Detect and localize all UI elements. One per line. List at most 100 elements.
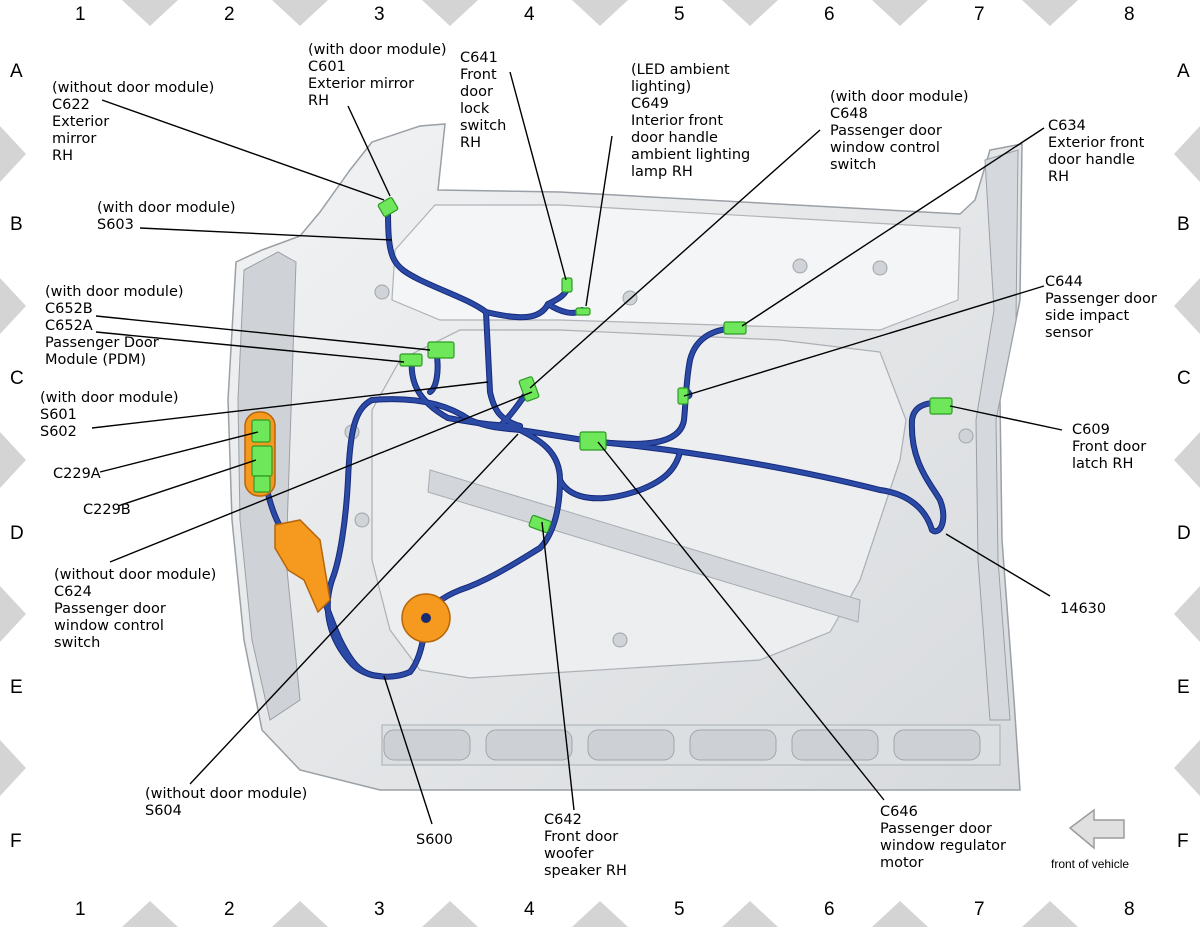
grid-col-top-4: 4 [524,4,535,25]
c644-line-3: sensor [1045,325,1094,341]
connector-c634 [723,321,747,335]
border-triangle-top [872,0,928,26]
grid-col-bottom-6: 6 [824,899,835,920]
border-triangle-bottom [422,901,478,927]
front-of-vehicle-label: front of vehicle [1051,857,1130,871]
grid-row-right-c: C [1177,368,1191,389]
grid-col-top-3: 3 [374,4,385,25]
grid-col-bottom-3: 3 [374,899,385,920]
callout-c646: C646 Passenger door window regulator mot… [880,804,1006,872]
leader-c609 [949,405,1063,431]
panel-holes [344,258,974,648]
callout-c634: C634 Exterior front door handle RH [1048,118,1144,186]
trim-pocket [383,729,471,761]
harness-wire [424,428,562,620]
c641-line-3: lock [460,101,490,117]
leader-c601 [347,105,391,197]
connector-c229c [253,475,271,493]
callout-s603: (with door module) S603 [97,200,236,234]
woofer-center [421,613,431,623]
connector-c601 [377,197,399,217]
c229a-id: C229A [53,466,101,482]
border-triangle-bottom [122,901,178,927]
c642-line-2: woofer [544,846,594,862]
trim-pocket [791,729,879,761]
c649-line-4: lamp RH [631,164,693,180]
border-triangle-top [722,0,778,26]
border-triangle-top [272,0,328,26]
c649-line-3: ambient lighting [631,147,751,163]
latch-edge [975,149,1019,721]
grid-row-right-d: D [1177,523,1191,544]
callout-14630: 14630 [1060,601,1106,618]
border-triangle-left [0,586,26,642]
c601-qualifier: (with door module) [308,42,447,58]
leader-c644 [683,285,1045,397]
c642-line-1: Front door [544,829,619,845]
c641-line-4: switch [460,118,507,134]
grid-col-top-5: 5 [674,4,685,25]
c648-line-2: window control [830,140,940,156]
grid-row-left-c: C [10,368,24,389]
leader-c652b [95,315,431,351]
border-triangle-top [122,0,178,26]
impact-beam [427,469,861,623]
c229b-id: C229B [83,502,131,518]
lower-pockets [383,729,981,761]
border-triangle-bottom [572,901,628,927]
leader-c649 [585,135,613,307]
c649-line-2: door handle [631,130,718,146]
border-triangle-left [0,278,26,334]
c642-line-3: speaker RH [544,863,627,879]
panel-hole [792,258,808,274]
c601-line-1: Exterior mirror [308,76,415,92]
grid-col-bottom-2: 2 [224,899,235,920]
leader-s601 [91,381,489,429]
c624-line-1: Passenger door [54,601,166,617]
c648-id: C648 [830,106,868,122]
grid-col-bottom-1: 1 [75,899,86,920]
c634-line-1: Exterior front [1048,135,1145,151]
c644-id: C644 [1045,274,1083,290]
c634-line-2: door handle [1048,152,1135,168]
callout-c641: C641 Front door lock switch RH [460,50,506,152]
connector-c609 [929,397,953,415]
border-triangle-right [1174,432,1200,488]
c642-id: C642 [544,812,582,828]
connector-c644 [677,387,689,405]
c624-line-3: switch [54,635,101,651]
callout-c649: (LED ambient lighting) C649 Interior fro… [631,62,750,181]
border-triangle-top [1022,0,1078,26]
grid-col-top-2: 2 [224,4,235,25]
grid-row-left-d: D [10,523,24,544]
c624-qualifier: (without door module) [54,567,217,583]
panel-hole [958,428,974,444]
leader-c652a [95,331,405,363]
leader-c634 [741,127,1045,327]
border-triangle-right [1174,126,1200,182]
c646-line-1: Passenger door [880,821,992,837]
c622-line-3: RH [52,148,73,164]
callout-c601: (with door module) C601 Exterior mirror … [308,42,447,110]
s601-qualifier: (with door module) [40,390,179,406]
c648-qualifier: (with door module) [830,89,969,105]
trim-pocket [485,729,573,761]
leader-s603 [139,227,393,241]
callout-c652: (with door module) C652B C652A Passenger… [45,284,184,369]
border-triangle-left [0,126,26,182]
c652-qualifier: (with door module) [45,284,184,300]
callout-s600: S600 [416,832,453,849]
panel-hole [354,512,370,528]
border-triangle-left [0,432,26,488]
harness-wire [558,450,682,501]
grid-row-right-a: A [1177,61,1190,82]
c644-line-2: side impact [1045,308,1130,324]
callout-c229a: C229A [53,466,101,483]
callout-c642: C642 Front door woofer speaker RH [544,812,627,880]
grid-row-left-a: A [10,61,23,82]
leader-c641 [509,71,567,281]
border-triangle-right [1174,740,1200,796]
grid-col-top-1: 1 [75,4,86,25]
c649-id: C649 [631,96,669,112]
